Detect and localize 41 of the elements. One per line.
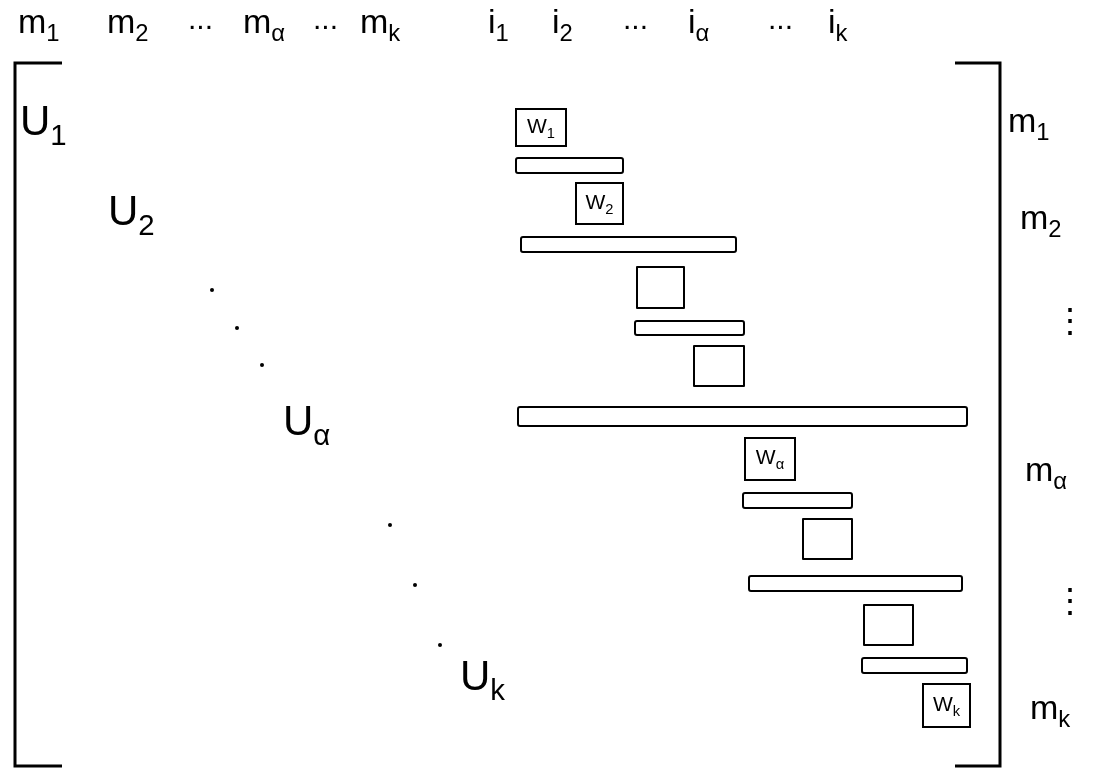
matrix-block: [922, 683, 971, 728]
block-label: W$_{1}$: [527, 114, 555, 141]
block-symbol: U$_{α}$: [283, 400, 331, 450]
column-label: m$_{1}$: [18, 4, 60, 46]
row-label: m$_{2}$: [1020, 200, 1062, 242]
block-symbol: U$_{1}$: [20, 100, 67, 150]
column-label: m$_{k}$: [360, 4, 401, 46]
bar-block: [748, 575, 963, 592]
row-label: m$_{α}$: [1025, 452, 1068, 494]
column-label: i$_{k}$: [828, 4, 848, 46]
row-label: m$_{1}$: [1008, 103, 1050, 145]
ellipsis: ...: [768, 4, 793, 34]
column-label: m$_{2}$: [107, 4, 149, 46]
block-label: W$_{k}$: [932, 692, 961, 719]
column-label: i$_{1}$: [488, 4, 509, 46]
square-block: [636, 266, 685, 309]
block-symbol: U$_{k}$: [460, 655, 506, 705]
bar-block: [515, 157, 624, 174]
ellipsis: ...: [188, 4, 213, 34]
bar-block: [742, 492, 853, 509]
block-label: W$_{2}$: [585, 190, 614, 217]
column-label: i$_{2}$: [552, 4, 573, 46]
bar-block: [517, 406, 968, 427]
column-label: i$_{α}$: [688, 4, 710, 46]
block-label: W$_{α}$: [755, 446, 785, 472]
row-label: m$_{k}$: [1030, 690, 1071, 732]
bar-block: [520, 236, 737, 253]
bar-block: [634, 320, 745, 336]
vertical-ellipsis: ⋮: [1053, 303, 1087, 337]
ellipsis: ...: [313, 4, 338, 34]
bar-block: [861, 657, 968, 674]
ellipsis: ...: [623, 4, 648, 34]
matrix-block: [575, 182, 624, 225]
square-block: [693, 345, 745, 387]
matrix-block: [515, 108, 567, 147]
column-label: m$_{α}$: [243, 4, 286, 46]
square-block: [802, 518, 853, 560]
matrix-block: [744, 437, 796, 481]
vertical-ellipsis: ⋮: [1053, 583, 1087, 617]
block-symbol: U$_{2}$: [108, 190, 155, 240]
square-block: [863, 604, 914, 646]
